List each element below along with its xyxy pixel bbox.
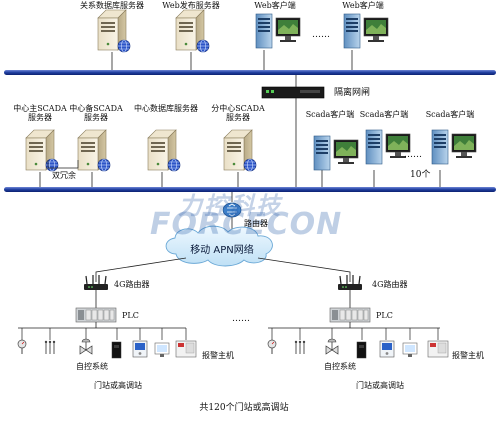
center-db-server [147,129,181,187]
mid-server-label-3: 中心数据库服务器 [134,104,198,113]
cloud-label: 移动 APN网络 [190,245,254,256]
station-2 [267,274,449,359]
redundancy-link [47,160,79,169]
footer-caption: 共120个门站或高调站 [199,403,289,413]
top-server-label-1: 关系数据库服务器 [80,1,144,10]
station1-alarm-label: 报警主机 [202,351,234,360]
scada-client-1 [313,135,359,187]
top-ellipsis: …… [312,30,330,40]
isolation-gateway [261,75,325,187]
station1-router-label: 4G路由器 [114,280,150,289]
station2-router-label: 4G路由器 [372,280,408,289]
sub-center-scada-server [223,129,257,187]
relational-db-server [97,9,131,70]
station1-plc-label: PLC [122,311,139,320]
station1-name: 门站或高调站 [94,381,142,390]
web-client-2 [343,13,389,70]
station-ellipsis: …… [232,314,250,324]
redundancy-label: 双冗余 [52,171,76,180]
scada-client-label-3: Scada客户端 [425,110,475,119]
mid-server-label-1: 中心主SCADA服务器 [13,104,67,123]
station2-alarm-label: 报警主机 [452,351,484,360]
top-server-label-2: Web发布服务器 [162,1,220,10]
scada-client-label-1: Scada客户端 [305,110,355,119]
mid-server-label-2: 中心备SCADA服务器 [69,104,123,123]
scada-client-label-2: Scada客户端 [359,110,409,119]
station-1 [17,274,197,359]
router-label: 路由器 [244,219,268,228]
center-router [222,192,242,230]
station2-control-label: 自控系统 [324,362,356,371]
scada-ellipsis: …… [404,150,422,160]
scada-client-3 [431,129,477,187]
backup-scada-server [77,129,111,187]
top-network-bus [4,70,496,75]
web-client-1 [255,13,301,70]
web-publish-server [175,9,210,70]
web-client-label-1: Web客户端 [254,1,296,10]
scada-client-2 [365,129,411,187]
apn-cloud [165,225,273,267]
mid-server-label-4: 分中心SCADA服务器 [211,104,265,123]
center-network-bus [4,187,496,192]
gateway-label: 隔离网闸 [334,88,371,98]
web-client-label-2: Web客户端 [342,1,384,10]
client-count-label: 10个 [410,170,431,180]
station2-name: 门站或高调站 [356,381,404,390]
station1-control-label: 自控系统 [76,362,108,371]
station2-plc-label: PLC [376,311,393,320]
apn-uplinks [95,257,351,282]
main-scada-server [25,129,59,187]
